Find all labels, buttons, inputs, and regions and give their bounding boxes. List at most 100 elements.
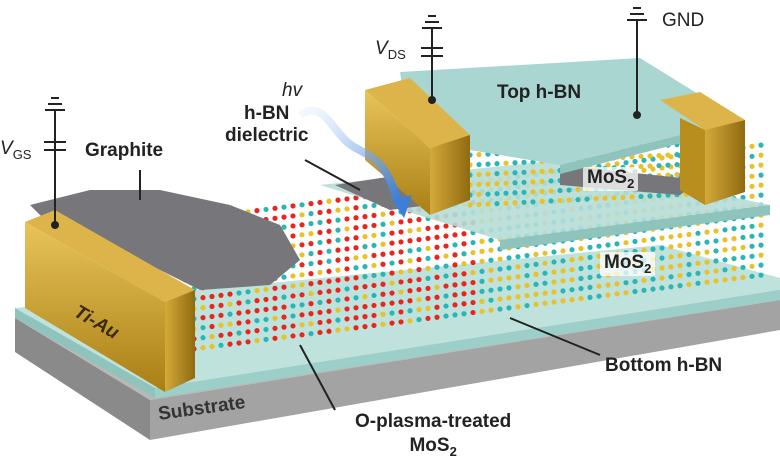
- atom: [638, 154, 643, 159]
- atom: [281, 215, 286, 220]
- atom: [317, 310, 322, 315]
- atom: [557, 188, 562, 193]
- atom: [218, 343, 223, 348]
- atom: [596, 284, 601, 289]
- atom: [497, 256, 502, 261]
- atom: [218, 303, 223, 308]
- hbn-dielectric-label: h-BNdielectric: [225, 103, 308, 147]
- atom: [560, 278, 565, 283]
- atom: [659, 255, 664, 260]
- atom: [566, 187, 571, 192]
- atom: [389, 240, 394, 245]
- atom: [281, 315, 286, 320]
- atom: [308, 221, 313, 226]
- atom: [371, 263, 376, 268]
- atom: [659, 285, 664, 290]
- atom: [749, 144, 754, 149]
- atom: [443, 263, 448, 268]
- atom: [512, 170, 517, 175]
- atom: [650, 287, 655, 292]
- atom: [299, 242, 304, 247]
- atom: [494, 181, 499, 186]
- atom: [605, 282, 610, 287]
- atom: [587, 285, 592, 290]
- atom: [434, 255, 439, 260]
- atom: [677, 233, 682, 238]
- atom: [344, 216, 349, 221]
- atom: [614, 241, 619, 246]
- atom: [380, 262, 385, 267]
- atom: [380, 212, 385, 217]
- atom: [389, 280, 394, 285]
- atom: [632, 289, 637, 294]
- atom: [272, 286, 277, 291]
- atom: [461, 281, 466, 286]
- atom: [236, 330, 241, 335]
- atom: [407, 258, 412, 263]
- atom: [353, 265, 358, 270]
- atom: [326, 229, 331, 234]
- atom: [281, 275, 286, 280]
- atom: [389, 270, 394, 275]
- atom: [452, 242, 457, 247]
- atom: [632, 239, 637, 244]
- atom: [524, 303, 529, 308]
- atom: [380, 252, 385, 257]
- atom: [485, 172, 490, 177]
- atom: [344, 226, 349, 231]
- atom: [326, 269, 331, 274]
- atom: [380, 242, 385, 247]
- atom: [521, 190, 526, 195]
- atom: [308, 261, 313, 266]
- atom: [740, 245, 745, 250]
- atom: [461, 271, 466, 276]
- atom: [542, 271, 547, 276]
- atom: [425, 296, 430, 301]
- atom: [398, 309, 403, 314]
- atom: [344, 276, 349, 281]
- top-hbn-label: Top h-BN: [497, 82, 581, 104]
- atom: [434, 275, 439, 280]
- atom: [281, 205, 286, 210]
- atom: [227, 302, 232, 307]
- atom: [263, 207, 268, 212]
- atom: [668, 274, 673, 279]
- atom: [479, 249, 484, 254]
- atom: [503, 181, 508, 186]
- atom: [668, 234, 673, 239]
- atom: [272, 206, 277, 211]
- atom: [578, 286, 583, 291]
- atom: [362, 224, 367, 229]
- atom: [560, 288, 565, 293]
- atom: [470, 270, 475, 275]
- atom: [452, 282, 457, 287]
- atom: [353, 235, 358, 240]
- atom: [656, 163, 661, 168]
- atom: [263, 337, 268, 342]
- atom: [290, 273, 295, 278]
- atom: [506, 275, 511, 280]
- atom: [227, 312, 232, 317]
- atom: [200, 295, 205, 300]
- atom: [416, 247, 421, 252]
- atom: [434, 315, 439, 320]
- atom: [416, 307, 421, 312]
- atom: [740, 275, 745, 280]
- atom: [299, 292, 304, 297]
- atom: [380, 312, 385, 317]
- atom: [704, 250, 709, 255]
- atom: [488, 308, 493, 313]
- atom: [209, 294, 214, 299]
- atom: [353, 295, 358, 300]
- atom: [371, 253, 376, 258]
- atom: [740, 265, 745, 270]
- atom: [236, 290, 241, 295]
- atom: [344, 196, 349, 201]
- atom: [524, 283, 529, 288]
- atom: [470, 310, 475, 315]
- atom: [749, 264, 754, 269]
- atom: [299, 302, 304, 307]
- atom: [539, 199, 544, 204]
- atom: [494, 201, 499, 206]
- atom: [749, 164, 754, 169]
